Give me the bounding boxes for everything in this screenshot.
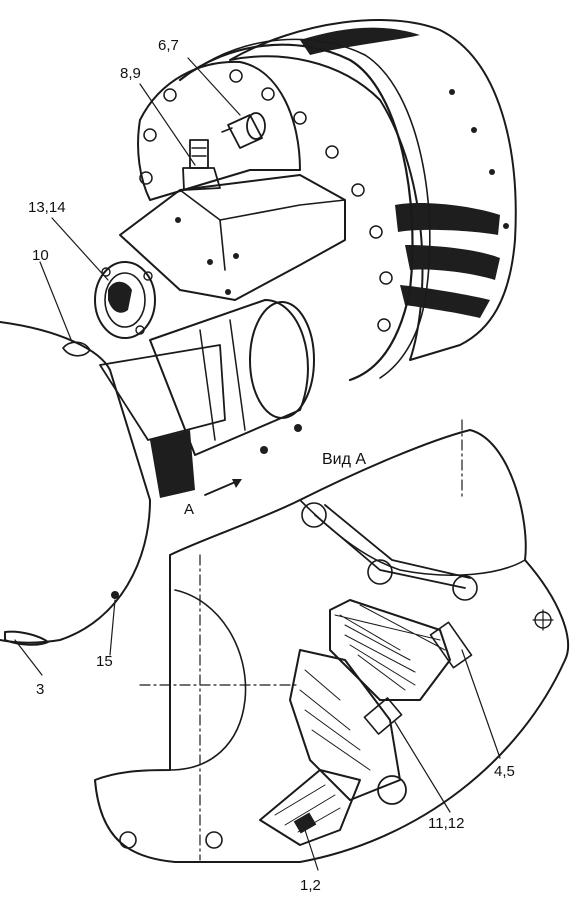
leader-lines <box>14 57 501 871</box>
view-a-arrow-label: А <box>184 501 194 518</box>
end-cover <box>137 60 301 201</box>
callout-labels: 6,7 8,9 13,14 10 Вид А А 15 3 4,5 11,12 … <box>28 37 515 894</box>
mounting-body <box>0 321 226 646</box>
drum-housing <box>178 19 517 382</box>
callout-13-14: 13,14 <box>28 199 66 216</box>
gearbox-housing <box>119 174 346 301</box>
callout-15: 15 <box>96 653 113 670</box>
callout-11-12: 11,12 <box>428 815 464 832</box>
callout-1-2: 1,2 <box>300 877 321 894</box>
fitting-8-9 <box>182 139 221 191</box>
coupling-bore <box>94 261 156 339</box>
section-view-a <box>94 419 570 863</box>
fitting-6-7 <box>221 112 266 149</box>
view-a-arrow <box>204 479 242 496</box>
callout-4-5: 4,5 <box>494 763 515 780</box>
callout-6-7: 6,7 <box>158 37 179 54</box>
callout-8-9: 8,9 <box>120 65 141 82</box>
callout-3: 3 <box>36 681 44 698</box>
view-a-label: Вид А <box>322 451 366 468</box>
callout-10: 10 <box>32 247 49 264</box>
shaft-cylinder <box>149 299 315 456</box>
